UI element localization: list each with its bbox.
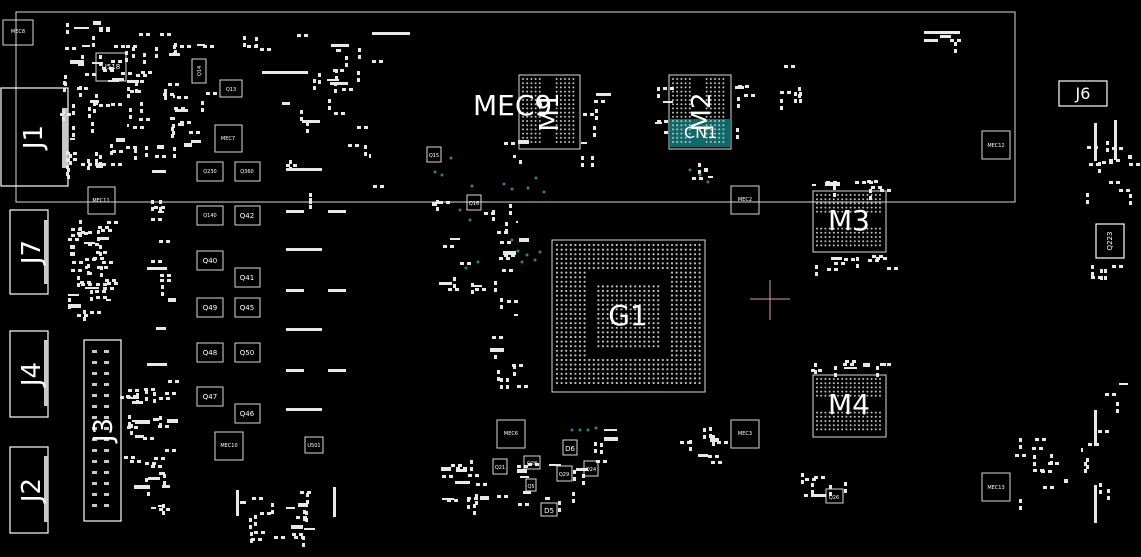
part-q48[interactable]: Q48 (196, 342, 224, 363)
part-mec12-label: MEC12 (987, 143, 1004, 149)
part-q140[interactable]: Q140 (196, 205, 224, 226)
part-q46[interactable]: Q46 (234, 403, 261, 424)
part-q40-label: Q40 (203, 257, 217, 265)
part-q16[interactable]: Q16 (466, 194, 482, 211)
part-q29[interactable]: Q29 (556, 465, 573, 482)
part-u501[interactable]: U501 (304, 436, 324, 454)
part-q26-label: Q26 (829, 495, 839, 501)
part-mec6-label: MEC6 (504, 431, 518, 437)
part-d6[interactable]: D6 (562, 439, 578, 456)
memory-m4[interactable]: M4 (812, 374, 887, 438)
part-q41-label: Q41 (240, 274, 254, 282)
part-q140-label: Q140 (203, 213, 216, 219)
memory-m4-label: M4 (828, 388, 870, 421)
part-mec3[interactable]: MEC3 (730, 419, 760, 449)
part-q29-label: Q29 (559, 472, 569, 478)
part-mec13-label: MEC13 (987, 485, 1004, 491)
part-q223[interactable]: Q223 (1095, 223, 1125, 259)
connector-j1[interactable]: J1 (0, 87, 69, 187)
part-mec7[interactable]: MEC7 (214, 124, 243, 153)
part-mec11[interactable]: MEC11 (87, 186, 116, 215)
memory-m3-label: M3 (828, 204, 870, 237)
part-q14[interactable]: Q14 (191, 58, 207, 84)
part-mec8-label: MEC8 (11, 29, 25, 35)
cn1-label: CN1 (684, 123, 717, 142)
passive-components (60, 21, 1140, 547)
part-q50[interactable]: Q50 (234, 342, 261, 363)
part-mec12[interactable]: MEC12 (981, 130, 1011, 160)
connector-j4-label: J4 (17, 362, 47, 388)
part-q14-label: Q14 (197, 66, 203, 76)
part-q15[interactable]: Q15 (426, 146, 442, 163)
part-q45-label: Q45 (240, 304, 254, 312)
part-q46-label: Q46 (240, 410, 255, 418)
connector-j2-label: J2 (17, 478, 47, 504)
part-d5[interactable]: D5 (540, 502, 558, 517)
part-q223-label: Q223 (1106, 232, 1114, 251)
part-q230[interactable]: Q230 (196, 161, 224, 182)
part-q360-label: Q360 (240, 169, 253, 175)
part-q21[interactable]: Q21 (492, 458, 508, 475)
gpu-g1[interactable]: G1 (551, 239, 706, 393)
part-q45[interactable]: Q45 (234, 297, 261, 318)
connector-j7[interactable]: J7 (9, 209, 49, 295)
part-q49-label: Q49 (203, 304, 217, 312)
memory-m3[interactable]: M3 (812, 190, 887, 253)
part-q230-label: Q230 (203, 169, 216, 175)
connector-j4[interactable]: J4 (9, 330, 49, 418)
part-mec3-label: MEC3 (738, 431, 752, 437)
part-q42[interactable]: Q42 (234, 205, 261, 226)
part-q50-label: Q50 (240, 349, 254, 357)
part-mec2[interactable]: MEC2 (730, 185, 760, 215)
part-q360[interactable]: Q360 (234, 161, 261, 182)
part-mec10[interactable]: MEC10 (214, 431, 244, 461)
part-q5-label: Q5 (527, 484, 534, 490)
part-mec6[interactable]: MEC6 (496, 419, 526, 449)
part-u501-label: U501 (307, 443, 320, 449)
part-q16-label: Q16 (469, 201, 479, 207)
connector-j6-label: J6 (1075, 84, 1091, 103)
crosshair-icon (750, 280, 790, 320)
memory-m1-label: M1 (535, 93, 565, 132)
part-q40[interactable]: Q40 (196, 250, 224, 271)
part-q41[interactable]: Q41 (234, 267, 261, 288)
part-q21-label: Q21 (495, 465, 505, 471)
gpu-g1-label: G1 (608, 299, 648, 332)
part-q24-label: Q24 (586, 467, 596, 473)
part-q42-label: Q42 (240, 212, 254, 220)
connector-j3-label: J3 (89, 418, 119, 444)
memory-m2[interactable]: M2 CN1 (668, 74, 732, 150)
board-outline (15, 11, 1016, 203)
part-q47[interactable]: Q47 (196, 386, 224, 407)
connector-j3[interactable]: J3 (83, 339, 122, 522)
mec9-label: MEC9 (473, 89, 552, 122)
part-mec10-label: MEC10 (220, 443, 237, 449)
part-q49[interactable]: Q49 (196, 297, 224, 318)
part-d5-label: D5 (544, 507, 554, 515)
vias (433, 156, 710, 432)
part-q13-label: Q13 (226, 87, 236, 93)
part-q15-label: Q15 (429, 153, 439, 159)
part-q47-label: Q47 (203, 393, 217, 401)
connector-j6[interactable]: J6 (1058, 80, 1108, 107)
part-mec11-label: MEC11 (92, 198, 109, 204)
part-q13[interactable]: Q13 (219, 79, 243, 98)
part-mec2-label: MEC2 (738, 197, 752, 203)
connector-j7-label: J7 (17, 240, 47, 266)
memory-m2-label: M2 (687, 93, 717, 132)
part-mec8[interactable]: MEC8 (2, 19, 34, 46)
part-q48-label: Q48 (203, 349, 217, 357)
part-mec13[interactable]: MEC13 (981, 472, 1011, 502)
connector-j2[interactable]: J2 (9, 446, 49, 534)
part-d6-label: D6 (565, 445, 575, 453)
part-mec7-label: MEC7 (221, 136, 235, 142)
connector-j1-label: J1 (19, 125, 49, 151)
memory-m1[interactable]: M1 (518, 74, 581, 150)
